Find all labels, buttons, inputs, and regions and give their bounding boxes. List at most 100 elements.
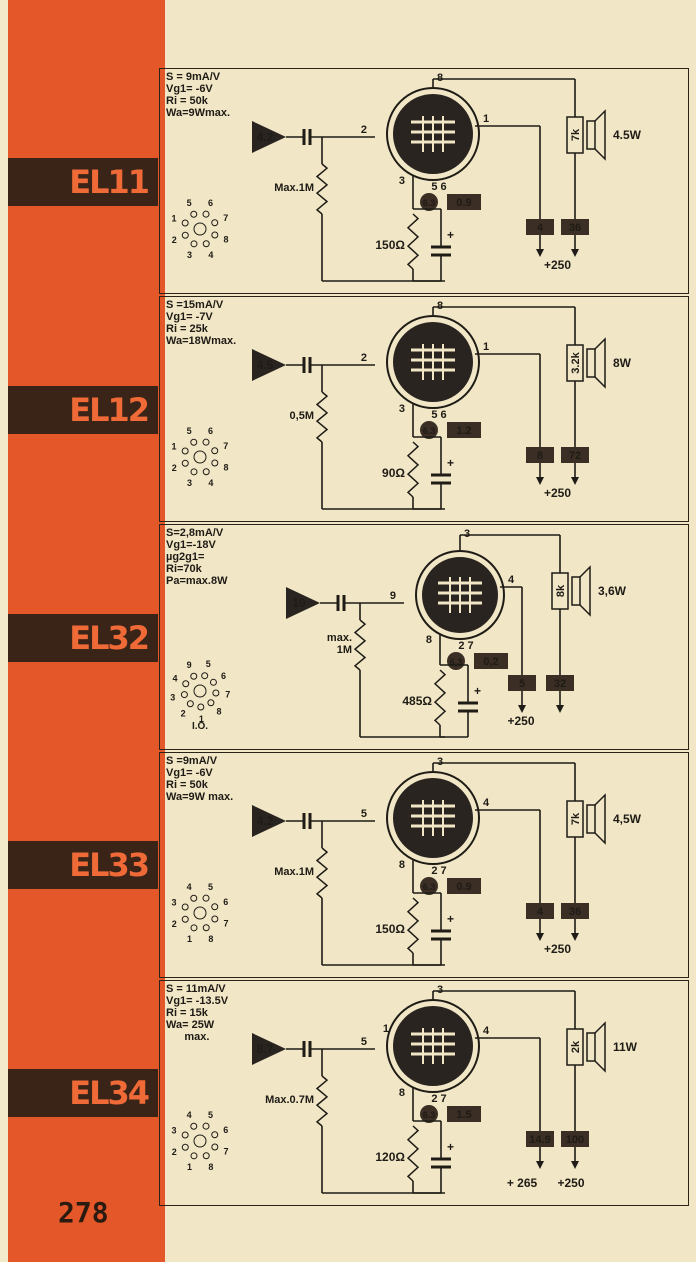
socket-pin-label: 5 bbox=[208, 882, 213, 892]
tube-label-el33: EL33 bbox=[8, 841, 158, 889]
socket-pin-label: 4 bbox=[173, 673, 178, 683]
screen-supply-arrow bbox=[536, 933, 544, 941]
socket-pin bbox=[202, 438, 210, 446]
output-power-label: 4,5W bbox=[613, 812, 642, 826]
grid-leak-label: 1M bbox=[337, 644, 352, 656]
schematic-panel-el32: S=2,8mA/V Vg1=-18V µg2g1= Ri=70k Pa=max.… bbox=[159, 524, 689, 750]
socket-pin bbox=[211, 903, 219, 911]
socket-pin-label: 5 bbox=[187, 426, 192, 436]
socket-pin-label: 1 bbox=[187, 1162, 192, 1172]
anode-supply-arrow bbox=[571, 933, 579, 941]
socket-caption: I.O. bbox=[192, 721, 208, 732]
load-label: 2k bbox=[570, 1040, 582, 1053]
screen-pin-label: 4 bbox=[483, 1025, 490, 1037]
socket-pin bbox=[181, 459, 189, 467]
heater-voltage-icon bbox=[420, 193, 438, 211]
socket-pin-label: 7 bbox=[223, 441, 228, 451]
socket-pin bbox=[190, 468, 198, 476]
page-number: 278 bbox=[58, 1196, 109, 1229]
socket-pin bbox=[202, 468, 210, 476]
cathode-resistor bbox=[406, 1125, 420, 1182]
cathode-resistor bbox=[406, 213, 420, 270]
socket-pin-label: 7 bbox=[225, 689, 230, 699]
socket-pin bbox=[211, 231, 219, 239]
tube-specs: S =9mA/V Vg1= -6V Ri = 50k Wa=9W max. bbox=[166, 755, 234, 803]
heater-voltage-label: 6.3 bbox=[423, 1110, 436, 1120]
screen-supply-arrow bbox=[536, 477, 544, 485]
heater-current-label: 0,2 bbox=[483, 656, 498, 668]
socket-pin bbox=[182, 680, 190, 688]
heater-voltage-icon bbox=[420, 421, 438, 439]
grid-leak-label: Max.1M bbox=[274, 182, 314, 194]
socket-pin-label: 8 bbox=[208, 934, 213, 944]
socket-pin bbox=[209, 678, 217, 686]
socket-pin bbox=[181, 915, 189, 923]
socket-pin bbox=[181, 231, 189, 239]
heater-voltage-icon bbox=[420, 1105, 438, 1123]
screen-current-box bbox=[526, 447, 554, 463]
screen-current-box bbox=[508, 675, 536, 691]
anode-supply-arrow bbox=[571, 1161, 579, 1169]
load-label: 8k bbox=[555, 584, 567, 597]
speaker-cone-icon bbox=[594, 109, 606, 161]
socket-pin-label: 1 bbox=[172, 213, 177, 223]
socket-pin bbox=[212, 689, 220, 697]
input-amplifier-symbol bbox=[252, 121, 286, 153]
grid-leak-resistor bbox=[315, 1075, 329, 1127]
heater-pins-label: 2 7 bbox=[431, 1093, 446, 1105]
socket-pin bbox=[211, 447, 219, 455]
socket-pin-label: 2 bbox=[172, 919, 177, 929]
heater-current-box bbox=[447, 1106, 481, 1122]
cathode-pin-label: 8 bbox=[399, 1087, 405, 1099]
screen-pin-label: 1 bbox=[483, 341, 489, 353]
supply-voltage-label: +250 bbox=[507, 714, 534, 728]
cathode-pin-label: 8 bbox=[426, 634, 432, 646]
socket-pin bbox=[181, 219, 189, 227]
socket-pin-label: 7 bbox=[223, 213, 228, 223]
grid-leak-label: 0,5M bbox=[290, 410, 314, 422]
capacitor-polarity-label: + bbox=[447, 456, 454, 470]
socket-pin-label: 6 bbox=[208, 426, 213, 436]
socket-pin bbox=[211, 1143, 219, 1151]
heater-current-box bbox=[447, 422, 481, 438]
socket-pin bbox=[207, 699, 215, 707]
socket-pin bbox=[181, 903, 189, 911]
speaker-icon bbox=[586, 804, 596, 834]
anode-current-box bbox=[546, 675, 574, 691]
heater-pins-label: 5 6 bbox=[431, 409, 446, 421]
capacitor-polarity-label: + bbox=[447, 912, 454, 926]
socket-pin-label: 9 bbox=[187, 660, 192, 670]
supply-voltage-label: +250 bbox=[557, 1176, 584, 1190]
load-label: 7k bbox=[570, 812, 582, 825]
screen-current-label: 4 bbox=[537, 906, 544, 918]
schematic-panel-el12: S =15mA/V Vg1= -7V Ri = 25k Wa=18Wmax.4.… bbox=[159, 296, 689, 522]
socket-pin bbox=[201, 672, 209, 680]
screen-supply-arrow bbox=[536, 249, 544, 257]
anode-pin-label: 3 bbox=[464, 528, 470, 540]
socket-key bbox=[193, 906, 207, 920]
grid-pin-label: 9 bbox=[390, 590, 396, 602]
heater-current-label: 1.2 bbox=[456, 425, 471, 437]
schematic-panel-el33: S =9mA/V Vg1= -6V Ri = 50k Wa=9W max.4.2… bbox=[159, 752, 689, 978]
anode-pin-label: 3 bbox=[437, 756, 443, 768]
anode-current-box bbox=[561, 447, 589, 463]
screen-supply-label: + 265 bbox=[507, 1176, 538, 1190]
anode-supply-arrow bbox=[571, 249, 579, 257]
socket-pin bbox=[197, 703, 205, 711]
schematic-panel-el11: S = 9mA/V Vg1= -6V Ri = 50k Wa=9Wmax.4.2… bbox=[159, 68, 689, 294]
heater-voltage-icon bbox=[420, 877, 438, 895]
anode-pin-label: 8 bbox=[437, 72, 443, 84]
grid-pin-label: 5 bbox=[361, 808, 367, 820]
socket-pin bbox=[181, 1143, 189, 1151]
socket-pin bbox=[202, 894, 210, 902]
heater-current-label: 1.5 bbox=[456, 1109, 471, 1121]
cathode-resistor-label: 485Ω bbox=[402, 694, 432, 708]
socket-pin-label: 3 bbox=[187, 250, 192, 260]
cathode-resistor-label: 120Ω bbox=[375, 1150, 405, 1164]
grid-leak-resistor bbox=[353, 619, 367, 671]
socket-pin-label: 7 bbox=[223, 1147, 228, 1157]
